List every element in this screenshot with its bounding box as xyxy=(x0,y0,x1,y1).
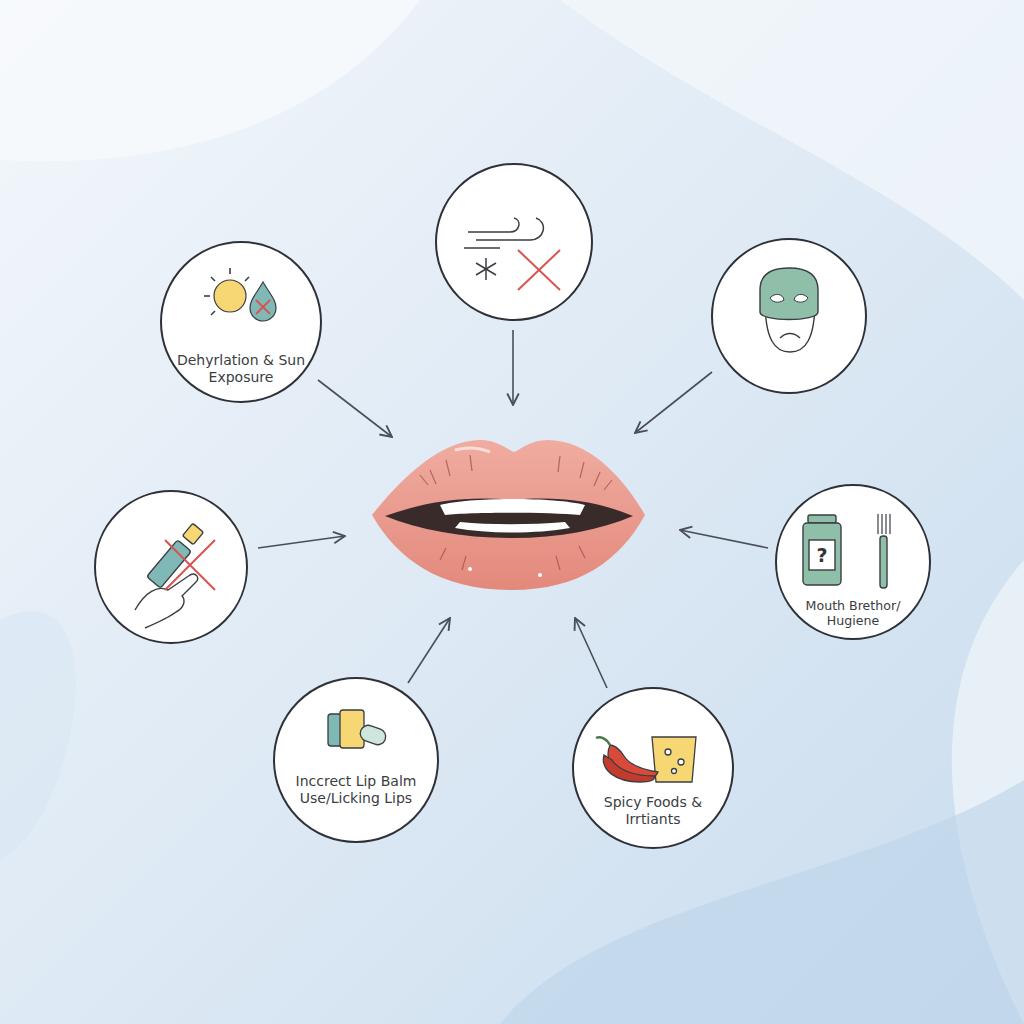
cause-circle: Mouth Brethor/ Hugiene xyxy=(776,485,930,639)
question-mark: ? xyxy=(816,545,827,565)
chili-glass-icon xyxy=(596,737,696,782)
cause-label: Dehyrlation & Sun Exposure xyxy=(173,352,309,386)
lips-illustration xyxy=(372,440,645,590)
wind-cold-icon xyxy=(464,218,560,290)
cause-circle: Dehyrlation & Sun Exposure xyxy=(161,242,321,402)
sun-drop-icon xyxy=(204,268,276,321)
lip-balm-icon xyxy=(328,710,388,748)
cause-label: Mouth Brethor/ Hugiene xyxy=(785,598,921,628)
hand-balm-icon xyxy=(135,523,215,628)
cause-label: Inccrect Lip Balm Use/Licking Lips xyxy=(281,773,431,807)
cause-circle: Spicy Foods & Irrtiants xyxy=(573,688,733,848)
jar-toothbrush-icon xyxy=(803,514,890,588)
mask-face-icon xyxy=(760,268,818,352)
cause-label: Spicy Foods & Irrtiants xyxy=(583,794,723,828)
cause-circle: Inccrect Lip Balm Use/Licking Lips xyxy=(274,678,438,842)
